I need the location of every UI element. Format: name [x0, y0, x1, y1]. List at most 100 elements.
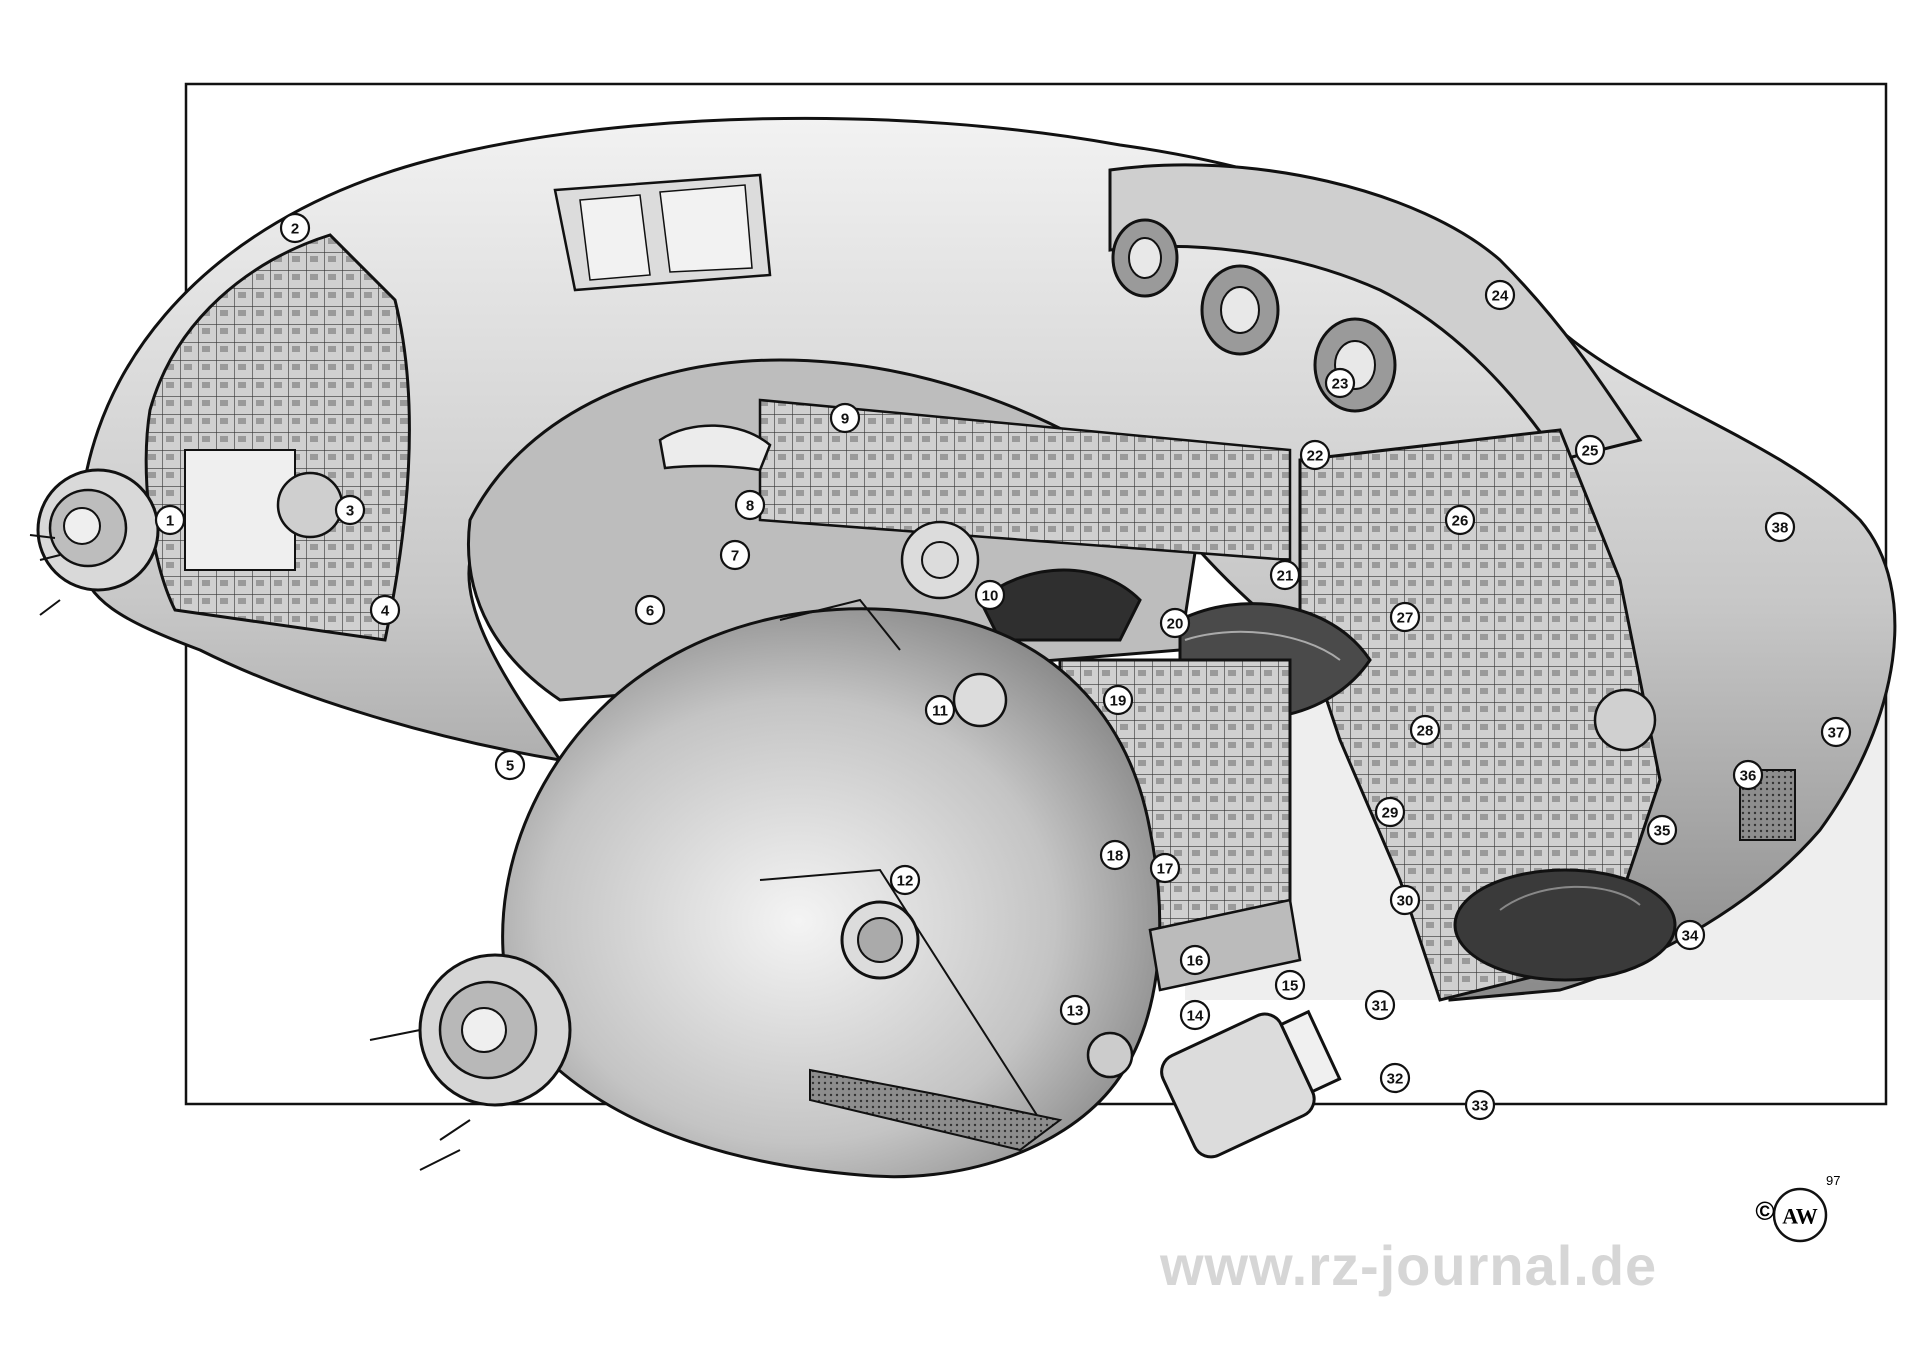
shuttle-craft — [658, 424, 772, 472]
callout-28: 28 — [1409, 714, 1441, 746]
callout-29: 29 — [1374, 796, 1406, 828]
callout-2: 2 — [279, 212, 311, 244]
canopy-pane — [579, 194, 651, 281]
callout-number: 15 — [1282, 978, 1299, 995]
callout-20: 20 — [1159, 607, 1191, 639]
callout-33: 33 — [1464, 1089, 1496, 1121]
callout-19: 19 — [1102, 684, 1134, 716]
callout-36: 36 — [1732, 759, 1764, 791]
callout-18: 18 — [1099, 839, 1131, 871]
callout-number: 7 — [731, 548, 739, 565]
copyright-symbol: © — [1755, 1196, 1774, 1226]
detached-cylinder — [1160, 1009, 1342, 1159]
callout-27: 27 — [1389, 601, 1421, 633]
callout-12: 12 — [889, 864, 921, 896]
callout-circle — [1299, 439, 1331, 471]
callout-circle — [1409, 714, 1441, 746]
callout-number: 10 — [982, 588, 999, 605]
porthole-lower — [1086, 1031, 1134, 1079]
callout-21: 21 — [1269, 559, 1301, 591]
callout-16: 16 — [1179, 944, 1211, 976]
callout-number: 36 — [1740, 768, 1757, 785]
callout-circle — [1732, 759, 1764, 791]
core-highlight — [1184, 630, 1341, 661]
callout-9: 9 — [829, 402, 861, 434]
callout-number: 6 — [646, 603, 654, 620]
callout-circle — [1574, 434, 1606, 466]
callout-circle — [1269, 559, 1301, 591]
callout-circle — [719, 539, 751, 571]
aft-pod — [1453, 868, 1677, 982]
callout-number: 32 — [1387, 1071, 1404, 1088]
callout-number: 14 — [1187, 1008, 1204, 1025]
callout-31: 31 — [1364, 989, 1396, 1021]
callout-circle — [1820, 716, 1852, 748]
nose-ring-inner — [63, 507, 101, 545]
callout-6: 6 — [634, 594, 666, 626]
callout-25: 25 — [1574, 434, 1606, 466]
forward-pod — [501, 598, 1162, 1179]
callout-number: 13 — [1067, 1003, 1084, 1020]
lift-platform-inner — [921, 541, 959, 579]
callout-number: 34 — [1682, 928, 1699, 945]
signature-mark: AW — [1782, 1204, 1817, 1229]
callout-35: 35 — [1646, 814, 1678, 846]
callout-circle — [889, 864, 921, 896]
callout-8: 8 — [734, 489, 766, 521]
callout-number: 33 — [1472, 1098, 1489, 1115]
callout-circle — [829, 402, 861, 434]
upper-ring-hull — [77, 116, 1897, 1002]
callout-circle — [1444, 504, 1476, 536]
callout-circle — [1179, 944, 1211, 976]
callout-number: 23 — [1332, 376, 1349, 393]
callout-number: 17 — [1157, 861, 1174, 878]
callout-number: 35 — [1654, 823, 1671, 840]
callout-circle — [1179, 999, 1211, 1031]
callout-circle — [1379, 1062, 1411, 1094]
callout-number: 12 — [897, 873, 914, 890]
callout-3: 3 — [334, 494, 366, 526]
callout-number: 21 — [1277, 568, 1294, 585]
callout-circle — [1464, 1089, 1496, 1121]
callout-circle — [369, 594, 401, 626]
callout-number: 2 — [291, 221, 299, 238]
callout-number: 26 — [1452, 513, 1469, 530]
callout-circle — [1674, 919, 1706, 951]
callout-number: 5 — [506, 758, 514, 775]
callout-10: 10 — [974, 579, 1006, 611]
dark-dome — [978, 568, 1142, 642]
aft-pod-highlight — [1499, 885, 1641, 911]
callout-5: 5 — [494, 749, 526, 781]
callout-23: 23 — [1324, 367, 1356, 399]
callout-number: 29 — [1382, 805, 1399, 822]
hull-seam — [759, 868, 1041, 1121]
callout-30: 30 — [1389, 884, 1421, 916]
callout-circle — [1059, 994, 1091, 1026]
signature-year: 97 — [1826, 1173, 1840, 1188]
cylinder-cap — [1279, 1009, 1342, 1094]
callout-circle — [1159, 607, 1191, 639]
lower-nose-cap — [369, 953, 572, 1171]
callout-number: 4 — [381, 603, 390, 620]
watermark-text: www.rz-journal.de — [1159, 1234, 1657, 1297]
callout-circle — [924, 694, 956, 726]
callout-circle — [494, 749, 526, 781]
callout-circle — [1484, 279, 1516, 311]
callout-11: 11 — [924, 694, 956, 726]
callout-circle — [1374, 796, 1406, 828]
fin-stripe — [809, 1068, 1063, 1152]
callout-24: 24 — [1484, 279, 1516, 311]
forward-cutaway — [144, 233, 411, 642]
callout-number: 11 — [932, 703, 948, 720]
aft-cutaway — [1298, 428, 1796, 1002]
lift-platform — [900, 520, 980, 600]
callout-circle — [154, 504, 186, 536]
callout-circle — [1646, 814, 1678, 846]
callout-14: 14 — [1179, 999, 1211, 1031]
callout-circle — [1102, 684, 1134, 716]
signature-circle — [1772, 1187, 1828, 1243]
callout-circle — [1099, 839, 1131, 871]
callout-4: 4 — [369, 594, 401, 626]
